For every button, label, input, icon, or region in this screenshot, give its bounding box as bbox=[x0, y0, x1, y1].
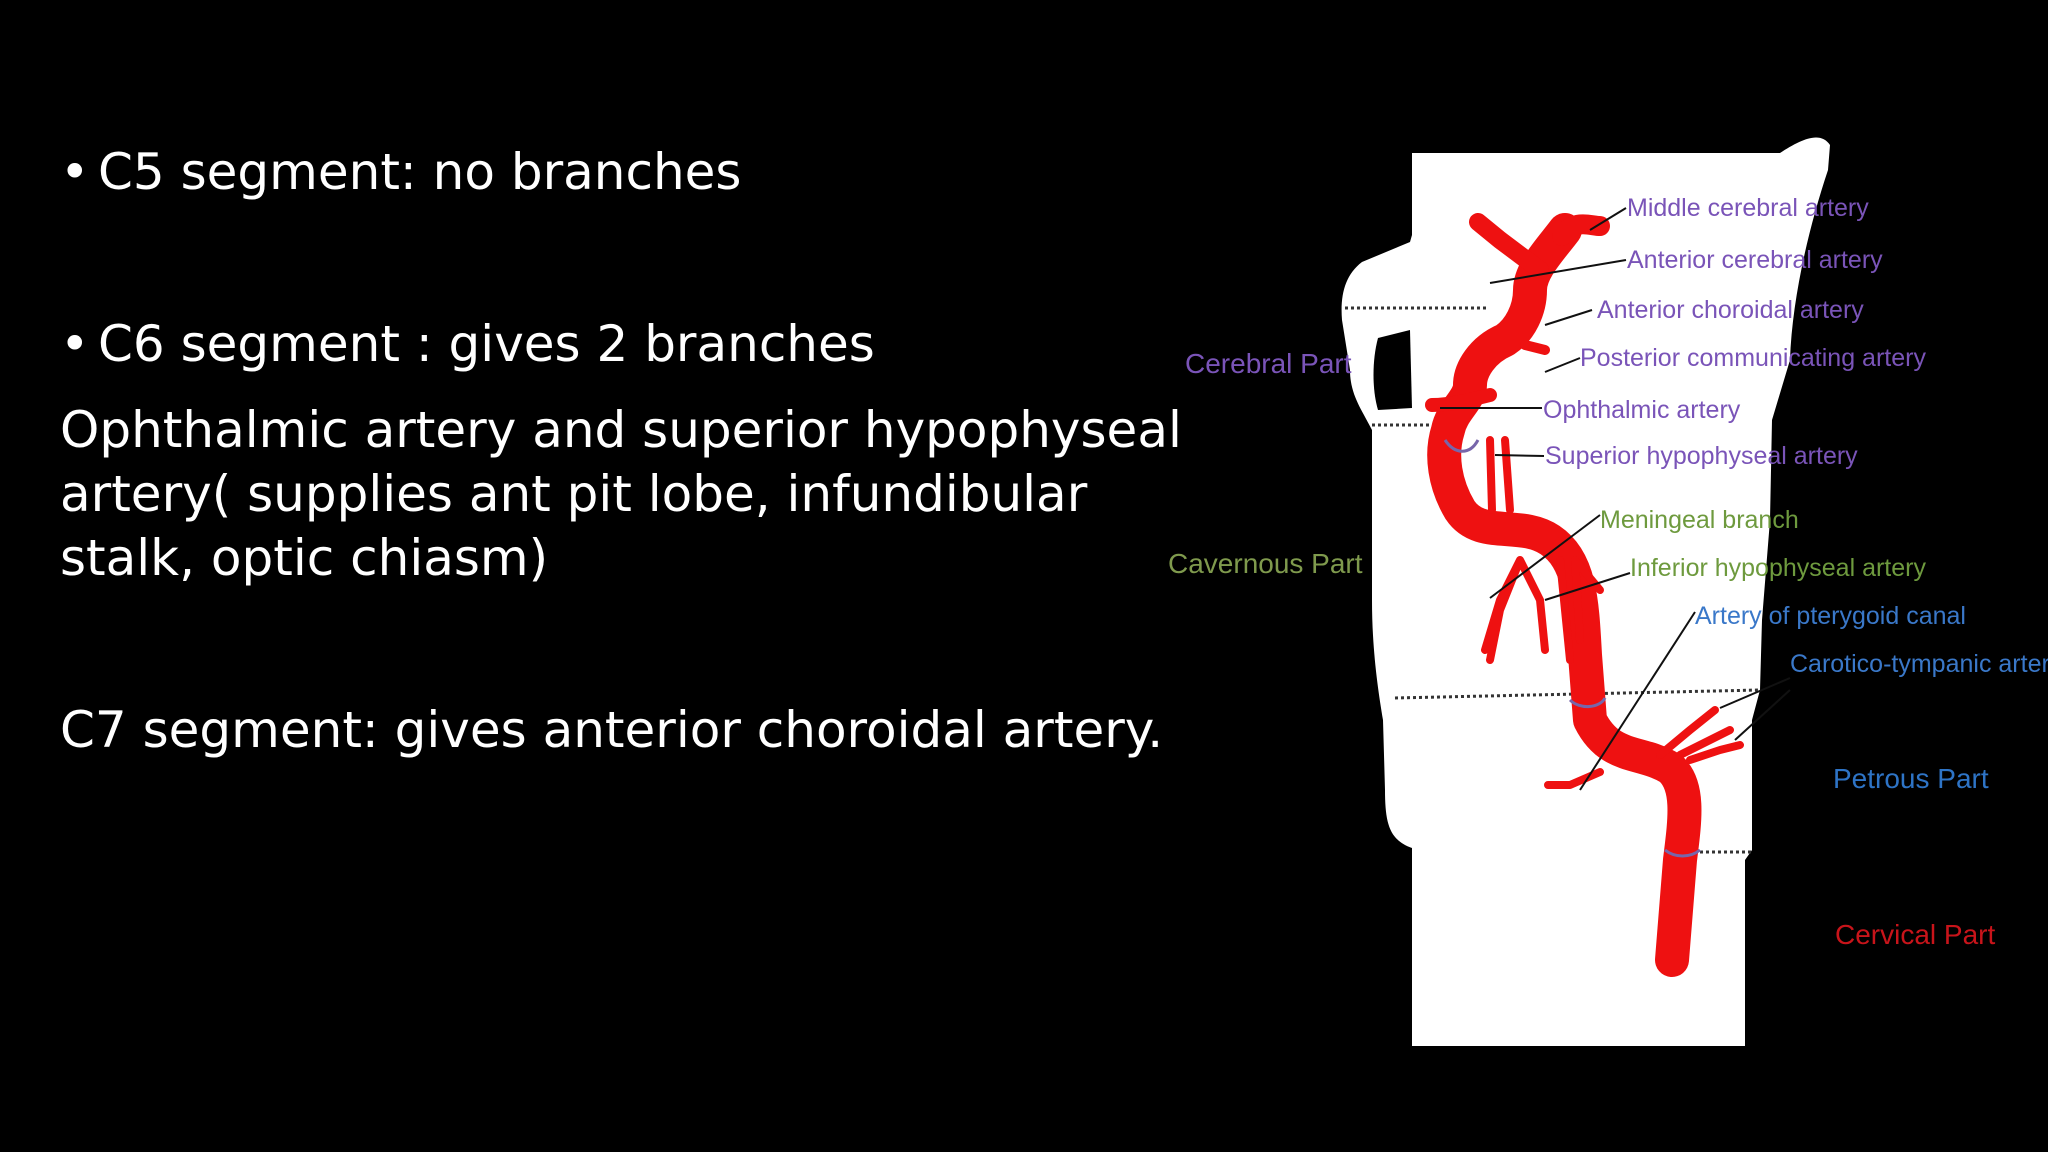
segment-markers bbox=[1443, 439, 1701, 858]
pcom-branch bbox=[1520, 340, 1550, 355]
main-trunk bbox=[1427, 213, 1702, 977]
bullet-marker: • bbox=[60, 315, 90, 373]
label-meningeal: Meningeal branch bbox=[1600, 506, 1799, 534]
notch bbox=[1373, 330, 1412, 410]
petrous-branches bbox=[1544, 706, 1744, 789]
label-posterior-communicating: Posterior communicating artery bbox=[1580, 344, 1926, 372]
label-inferior-hypophyseal: Inferior hypophyseal artery bbox=[1630, 554, 1926, 582]
label-cervical-part: Cervical Part bbox=[1835, 919, 1995, 950]
c7-text: C7 segment: gives anterior choroidal art… bbox=[60, 701, 1164, 759]
label-carotico-tympanic: Carotico-tympanic arteries bbox=[1790, 650, 2048, 678]
label-superior-hypophyseal: Superior hypophyseal artery bbox=[1545, 442, 1858, 470]
c7-description: C7 segment: gives anterior choroidal art… bbox=[60, 698, 1164, 762]
label-anterior-cerebral: Anterior cerebral artery bbox=[1627, 246, 1883, 274]
bullet-text: C5 segment: no branches bbox=[98, 143, 742, 201]
label-anterior-choroidal: Anterior choroidal artery bbox=[1597, 296, 1864, 324]
label-cavernous-part: Cavernous Part bbox=[1168, 548, 1363, 579]
bullet-c6: •C6 segment : gives 2 branches bbox=[60, 312, 875, 376]
description-line: artery( supplies ant pit lobe, infundibu… bbox=[60, 465, 1088, 523]
ophthalmic-branch bbox=[1425, 388, 1497, 412]
label-petrous-part: Petrous Part bbox=[1833, 763, 1989, 794]
cavernous-branches bbox=[1481, 556, 1604, 664]
bullet-text: C6 segment : gives 2 branches bbox=[98, 315, 875, 373]
description-line: stalk, optic chiasm) bbox=[60, 529, 549, 587]
label-ophthalmic: Ophthalmic artery bbox=[1543, 396, 1741, 424]
aca-branch bbox=[1469, 213, 1549, 279]
sup-hypophyseal-branch bbox=[1486, 436, 1514, 514]
bullet-marker: • bbox=[60, 143, 90, 201]
pointer-lines bbox=[1440, 207, 1791, 791]
label-cerebral-part: Cerebral Part bbox=[1185, 348, 1352, 379]
label-middle-cerebral: Middle cerebral artery bbox=[1627, 194, 1869, 222]
mca-branch bbox=[1552, 214, 1610, 246]
bullet-c5: •C5 segment: no branches bbox=[60, 140, 741, 204]
description-line: Ophthalmic artery and superior hypophyse… bbox=[60, 401, 1182, 459]
c6-branch-description: Ophthalmic artery and superior hypophyse… bbox=[60, 398, 1182, 590]
label-pterygoid: Artery of pterygoid canal bbox=[1695, 602, 1966, 630]
